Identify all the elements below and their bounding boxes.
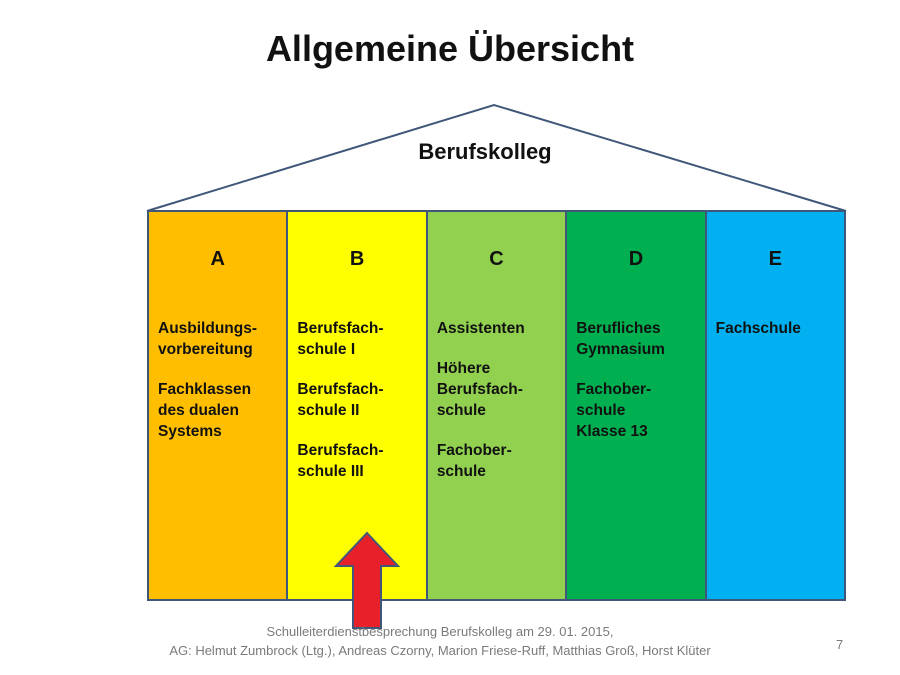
pillar-letter: E bbox=[768, 248, 782, 270]
pillar-item: Berufliches Gymnasium bbox=[576, 320, 665, 358]
footer-line-1: Schulleiterdienstbesprechung Berufskolle… bbox=[266, 624, 614, 639]
pillar-items: Berufsfach- schule I Berufsfach- schule I… bbox=[297, 318, 419, 501]
pillar-items: Fachschule bbox=[716, 318, 838, 358]
pillar-letter: A bbox=[210, 248, 225, 270]
roof-shape bbox=[146, 103, 847, 212]
pillar-item: Fachschule bbox=[715, 320, 801, 337]
roof-label: Berufskolleg bbox=[418, 139, 552, 164]
up-arrow-shape bbox=[334, 531, 401, 629]
pillar-item: Berufsfach- schule II bbox=[297, 381, 384, 419]
pillar-item: Fachklassen des dualen Systems bbox=[158, 381, 252, 440]
pillar-letter: C bbox=[489, 248, 504, 270]
pillar-e: E Fachschule bbox=[706, 212, 845, 599]
footer-line-2: AG: Helmut Zumbrock (Ltg.), Andreas Czor… bbox=[169, 643, 711, 658]
pillar-item: Fachober- schule Klasse 13 bbox=[576, 381, 652, 440]
pillar-letter: B bbox=[349, 248, 365, 270]
footer: Schulleiterdienstbesprechung Berufskolle… bbox=[100, 622, 780, 660]
page-number: 7 bbox=[836, 637, 844, 652]
pillar-letter: D bbox=[628, 248, 644, 270]
up-arrow-icon bbox=[334, 531, 401, 629]
pillar-item: Berufsfach- schule III bbox=[297, 442, 384, 480]
pillar-item: Höhere Berufsfach- schule bbox=[436, 360, 523, 419]
slide-title: Allgemeine Übersicht bbox=[265, 28, 635, 69]
pillar-item: Berufsfach- schule I bbox=[297, 320, 384, 358]
pillar-item: Fachober- schule bbox=[436, 442, 512, 480]
pillar-item: Assistenten bbox=[436, 320, 525, 337]
pillar-item: Ausbildungs- vorbereitung bbox=[158, 320, 258, 358]
